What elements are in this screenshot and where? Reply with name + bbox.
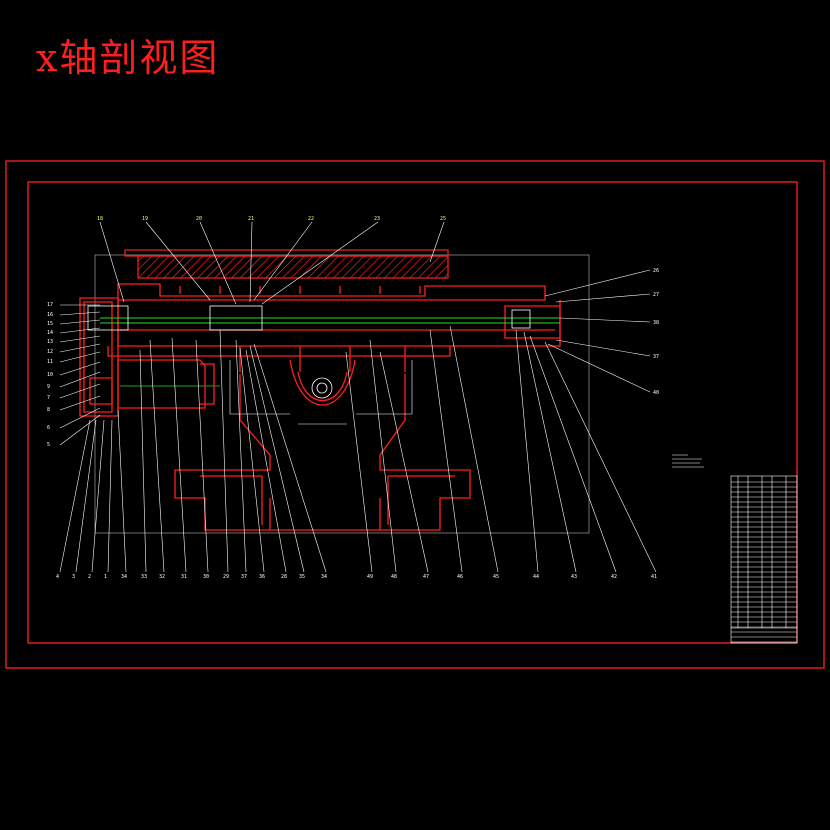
part-label: 37 (653, 354, 659, 360)
part-label: 30 (203, 574, 209, 580)
left-part-labels: 17 16 15 14 13 12 11 10 9 7 8 6 5 (47, 302, 53, 448)
part-label: 20 (196, 216, 202, 222)
right-part-labels: 26 27 38 37 40 (653, 268, 659, 396)
leader-lines (59, 221, 657, 573)
part-label: 16 (47, 312, 53, 318)
part-label: 2 (88, 574, 91, 580)
hatched-table-section-icon (124, 249, 449, 279)
part-label: 36 (259, 574, 265, 580)
part-label: 40 (653, 390, 659, 396)
part-label: 27 (653, 292, 659, 298)
part-label: 47 (423, 574, 429, 580)
part-label: 21 (248, 216, 254, 222)
part-label: 48 (391, 574, 397, 580)
part-label: 11 (47, 359, 53, 365)
outer-frame (5, 160, 825, 669)
part-label: 8 (47, 407, 50, 413)
part-label: 26 (653, 268, 659, 274)
part-label: 43 (571, 574, 577, 580)
technical-notes (672, 454, 704, 468)
part-label: 34 (121, 574, 127, 580)
section-outline (229, 360, 413, 425)
part-label: 33 (141, 574, 147, 580)
part-label: 3 (72, 574, 75, 580)
part-label: 45 (493, 574, 499, 580)
bearing-section-icon (87, 305, 531, 399)
part-label: 44 (533, 574, 539, 580)
part-label: 22 (308, 216, 314, 222)
part-label: 9 (47, 384, 50, 390)
part-label: 37 (241, 574, 247, 580)
part-label: 46 (457, 574, 463, 580)
drawing-title: x轴剖视图 (36, 36, 220, 80)
part-label: 7 (47, 395, 50, 401)
part-label: 35 (299, 574, 305, 580)
part-label: 10 (47, 372, 53, 378)
part-label: 1 (104, 574, 107, 580)
part-label: 5 (47, 442, 50, 448)
gearbox (89, 359, 215, 409)
slide-housing (79, 283, 561, 417)
part-label: 13 (47, 339, 53, 345)
part-label: 25 (440, 216, 446, 222)
top-part-labels: 18 19 20 21 22 23 25 (97, 216, 446, 222)
part-label: 49 (367, 574, 373, 580)
title-block (730, 475, 798, 644)
part-label: 23 (374, 216, 380, 222)
part-label: 4 (56, 574, 59, 580)
part-label: 41 (651, 574, 657, 580)
part-label: 15 (47, 321, 53, 327)
part-label: 31 (181, 574, 187, 580)
part-label: 28 (281, 574, 287, 580)
lead-screw-section-icon (100, 317, 560, 387)
part-label: 12 (47, 349, 53, 355)
part-label: 42 (611, 574, 617, 580)
part-label: 14 (47, 330, 53, 336)
part-label: 38 (653, 320, 659, 326)
part-label: 32 (159, 574, 165, 580)
part-label: 29 (223, 574, 229, 580)
part-label: 34 (321, 574, 327, 580)
inner-frame (27, 181, 798, 644)
view-boundary (94, 254, 590, 534)
part-label: 18 (97, 216, 103, 222)
part-label: 17 (47, 302, 53, 308)
saddle-base-section-icon (174, 359, 471, 531)
part-label: 6 (47, 425, 50, 431)
part-label: 19 (142, 216, 148, 222)
